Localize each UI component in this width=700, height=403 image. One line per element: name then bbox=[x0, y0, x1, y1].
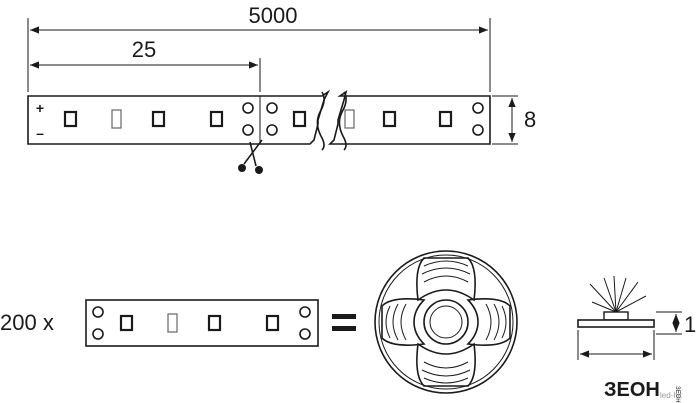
strip-height-label: 1 bbox=[684, 312, 696, 337]
strip-width-label: 8 bbox=[524, 107, 536, 132]
brand-logo: ЗЕОН ЗЕОН led-hit bbox=[604, 379, 683, 403]
equals-sign bbox=[332, 314, 356, 331]
total-length-label: 5000 bbox=[249, 3, 298, 28]
solder-pad bbox=[242, 124, 254, 136]
top-strip-drawing: 5000 25 + – 8 bbox=[27, 3, 536, 174]
solder-pad bbox=[299, 328, 311, 340]
segment-length-label: 25 bbox=[132, 37, 156, 62]
solder-pad bbox=[266, 102, 278, 114]
brand-logo-text: ЗЕОН bbox=[604, 379, 660, 401]
solder-pad bbox=[92, 306, 104, 318]
led-chip bbox=[207, 314, 222, 332]
led-chip bbox=[63, 110, 78, 128]
solder-pad bbox=[472, 102, 484, 114]
led-chip bbox=[438, 110, 453, 128]
solder-pad bbox=[242, 102, 254, 114]
roll-count-label: 200 x bbox=[0, 310, 54, 335]
led-chip bbox=[292, 110, 307, 128]
polarity-minus: – bbox=[36, 125, 44, 141]
led-chip bbox=[382, 110, 397, 128]
resistor bbox=[344, 109, 355, 129]
solder-pad bbox=[472, 124, 484, 136]
led-chip bbox=[265, 314, 280, 332]
solder-pad bbox=[266, 124, 278, 136]
brand-logo-side-text: ЗЕОН bbox=[674, 386, 680, 403]
single-segment bbox=[85, 299, 319, 347]
strip-cross-section: 1 bbox=[577, 275, 696, 360]
led-chip bbox=[209, 110, 224, 128]
solder-pad bbox=[92, 328, 104, 340]
resistor bbox=[167, 313, 178, 333]
scissors-icon bbox=[238, 139, 263, 174]
solder-pad bbox=[299, 306, 311, 318]
led-chip bbox=[151, 110, 166, 128]
resistor bbox=[111, 109, 122, 129]
polarity-plus: + bbox=[36, 100, 44, 116]
led-reel-icon bbox=[374, 250, 518, 394]
led-chip bbox=[119, 314, 134, 332]
watermark-text: led-hit bbox=[660, 391, 683, 400]
light-emission-icon bbox=[589, 275, 647, 313]
